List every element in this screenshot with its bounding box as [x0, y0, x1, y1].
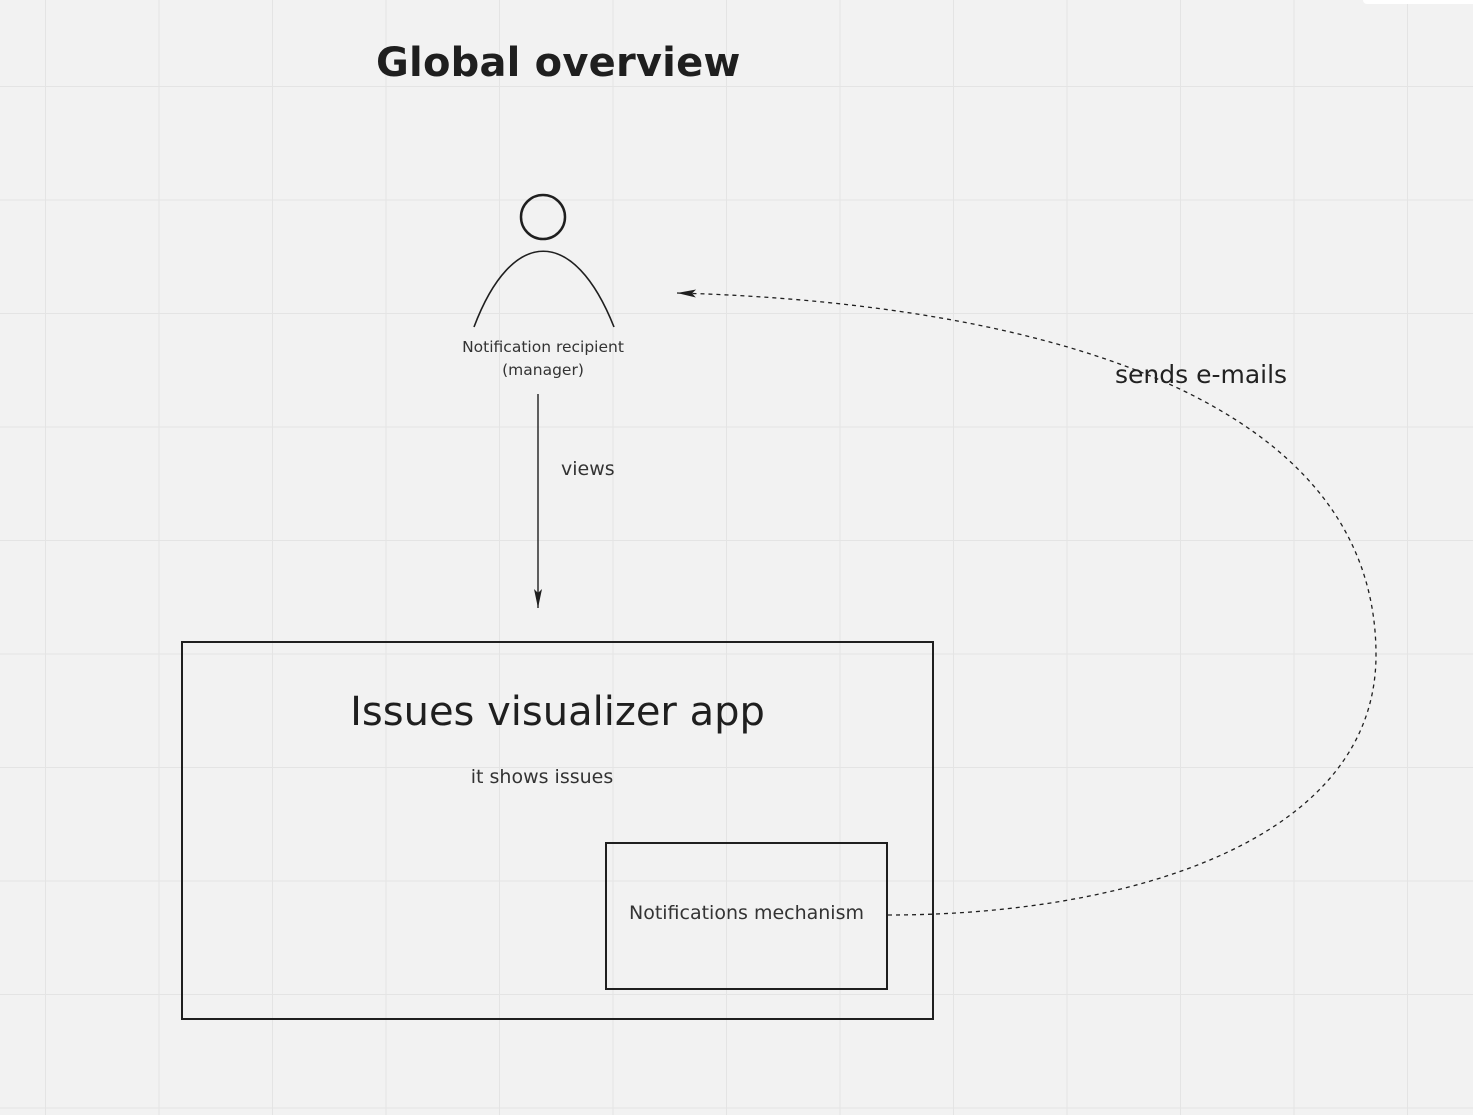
person-body [473, 250, 615, 328]
actor-label-line1: Notification recipient [462, 338, 624, 356]
sends-emails-arrow[interactable] [676, 289, 1377, 916]
person-icon[interactable] [473, 193, 615, 328]
notifications-mechanism-box[interactable] [605, 842, 888, 990]
actor-label-line2: (manager) [502, 361, 584, 379]
actor-label[interactable]: Notification recipient (manager) [443, 336, 643, 382]
person-head [519, 193, 567, 241]
page-title: Global overview [376, 40, 741, 86]
issues-visualizer-app-box[interactable] [181, 641, 934, 1020]
corner-tab [1363, 0, 1473, 4]
app-title: Issues visualizer app [350, 689, 765, 735]
views-edge-label[interactable]: views [561, 458, 615, 480]
sends-emails-edge-label[interactable]: sends e-mails [1115, 360, 1288, 389]
notifications-mechanism-label: Notifications mechanism [628, 902, 864, 924]
app-subtitle: it shows issues [470, 766, 614, 788]
